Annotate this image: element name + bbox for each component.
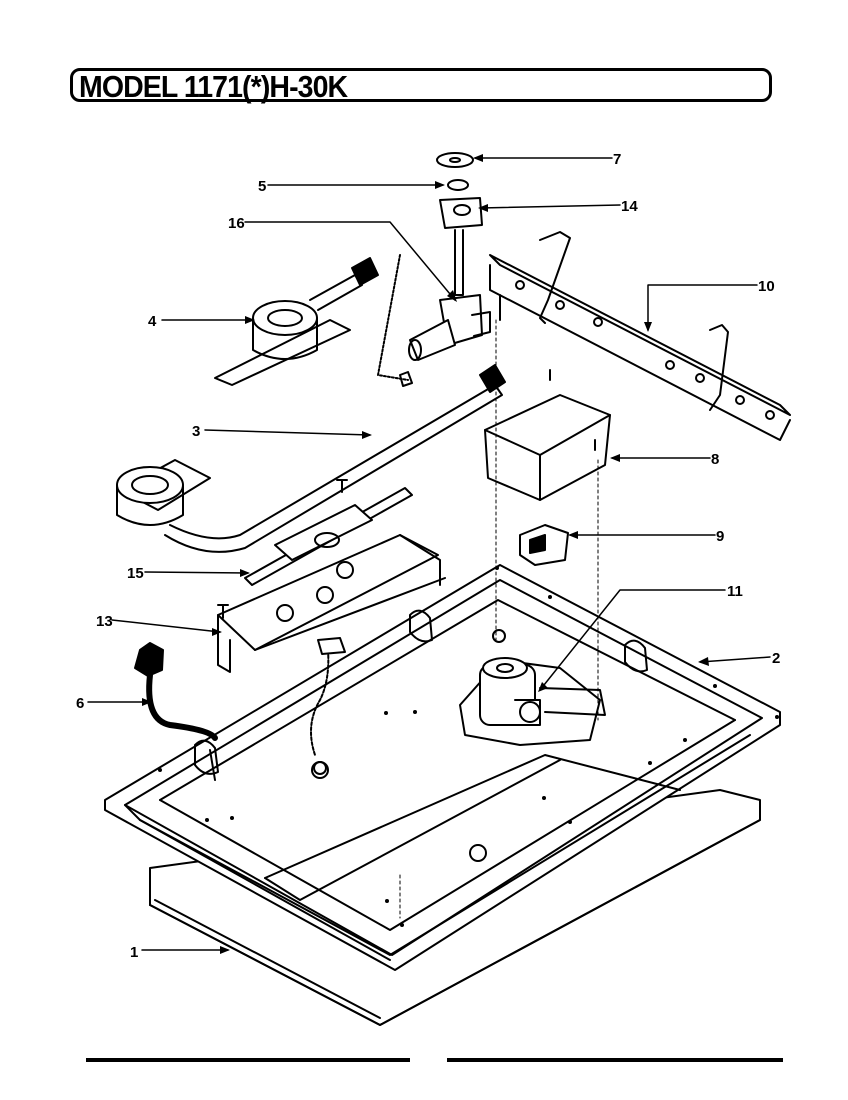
callout-1: 1 <box>130 944 138 961</box>
callout-10: 10 <box>758 278 775 295</box>
callout-2: 2 <box>772 650 780 667</box>
left-burner <box>117 365 505 552</box>
callout-8: 8 <box>711 451 719 468</box>
callout-6: 6 <box>76 695 84 712</box>
callout-14: 14 <box>621 198 638 215</box>
footer-rule-right <box>447 1058 783 1062</box>
callout-9: 9 <box>716 528 724 545</box>
leader-15 <box>145 572 248 573</box>
leader-13 <box>112 620 220 632</box>
valve-assembly <box>400 153 490 386</box>
leader-16 <box>245 222 455 300</box>
control-box <box>485 370 610 500</box>
power-cord <box>135 643 215 738</box>
callout-3: 3 <box>192 423 200 440</box>
callout-15: 15 <box>127 565 144 582</box>
leader-3 <box>205 430 370 435</box>
leader-14 <box>480 205 620 208</box>
callout-16: 16 <box>228 215 245 232</box>
igniter-switch <box>520 525 568 565</box>
callout-7: 7 <box>613 151 621 168</box>
footer-rule-left <box>86 1058 410 1062</box>
callout-13: 13 <box>96 613 113 630</box>
callout-5: 5 <box>258 178 266 195</box>
leader-2 <box>700 657 770 662</box>
callout-11: 11 <box>727 583 743 600</box>
leader-10 <box>648 285 757 330</box>
callout-4: 4 <box>148 313 157 330</box>
